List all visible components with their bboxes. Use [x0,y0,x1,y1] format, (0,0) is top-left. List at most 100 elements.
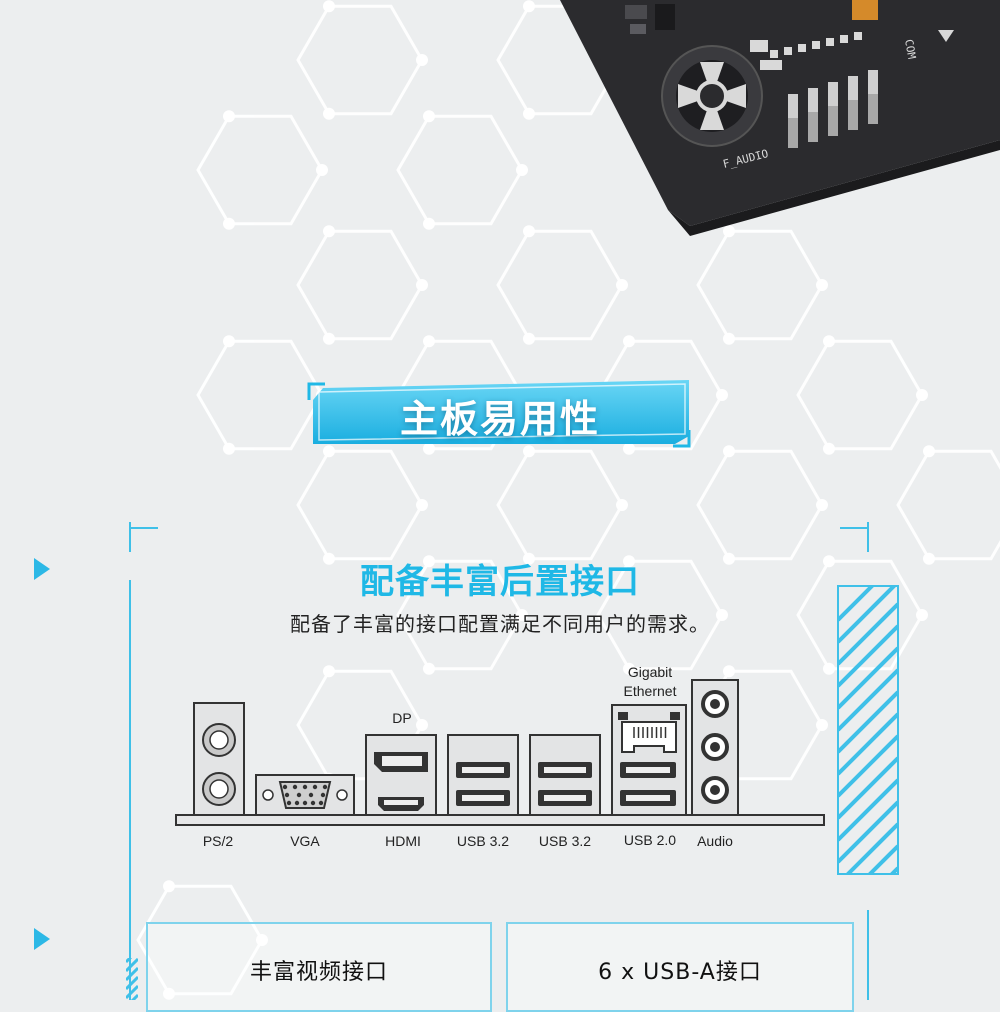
header-pin [848,100,858,130]
stripe [838,778,898,842]
hexagon-node [723,445,735,458]
hexagon-node [256,934,268,946]
hexagon-node [623,555,635,568]
hexagon-node [623,662,635,675]
header-pin [808,88,818,118]
hexagon-node [816,719,828,731]
header-pin [798,44,806,52]
hexagon-node [323,107,335,120]
hexagon-node [223,110,235,123]
io-shield-plate [175,814,825,826]
hexagon-node [723,225,735,238]
vga-pin [308,792,314,798]
hexagon-node [816,279,828,291]
feature-box-usb: 6 x USB-A接口 [506,922,854,1012]
hexagon-node [323,0,335,13]
header-pin [848,76,858,106]
hexagon-node [923,445,935,458]
hexagon-node [723,332,735,345]
hexagon-shape [696,449,824,561]
hexagon-node [516,609,528,621]
hexagon-node [323,332,335,345]
hexagon-node [163,880,175,893]
hexagon-node [623,335,635,348]
decorative-frame [34,522,899,1000]
vga-pin [320,792,326,798]
header-pin [788,118,798,148]
hexagon-node [416,54,428,66]
vga-pin [318,800,324,806]
usb32-port-2 [529,734,601,816]
arrow-right-icon [34,928,50,950]
port-label-ps2: PS/2 [202,833,234,849]
vga-pin [296,792,302,798]
stripe [838,668,898,732]
hexagon-node [423,662,435,675]
feature-text-video: 丰富视频接口 [249,960,388,985]
arrow-right-icon [34,558,50,580]
header-pin [828,82,838,112]
hexagon-node [916,609,928,621]
header-pin [868,94,878,124]
hexagon-shape [796,559,924,671]
vga-pin [312,784,318,790]
hexagon-shape [196,114,324,226]
ethernet-usb20-port [611,704,687,816]
header-pin [840,35,848,43]
stripe [126,958,138,973]
vga-pin [282,784,288,790]
header-pin [854,32,862,40]
feature-box-video: 丰富视频接口 [146,922,492,1012]
vga-pin [302,784,308,790]
vga-pin [292,784,298,790]
hexagon-node [416,719,428,731]
hexagon-node [423,335,435,348]
header-pin [826,38,834,46]
hexagon-node [823,335,835,348]
hexagon-node [823,662,835,675]
hexagon-node [523,445,535,458]
hexagon-node [716,609,728,621]
hexagon-node [323,552,335,565]
motherboard-photo: F_AUDIO COM [560,0,1000,236]
section-banner [307,380,691,448]
board-com-label: COM [902,38,918,60]
hexagon-node [516,164,528,176]
hexagon-node [323,665,335,678]
hexagon-node [223,217,235,230]
hexagon-node [323,225,335,238]
hexagon-shape [196,339,324,451]
hexagon-shape [696,229,824,341]
hexagon-node [163,987,175,1000]
hexagon-node [416,499,428,511]
section-title: 配备丰富后置接口 [360,562,640,602]
hexagon-node [423,110,435,123]
vga-port [255,774,355,816]
stripe [838,756,898,820]
hexagon-node [823,442,835,455]
stripe [130,993,138,1000]
stripe [867,844,898,874]
hexagon-shape [596,559,724,671]
fan-icon [661,45,763,147]
section-subtitle: 配备了丰富的接口配置满足不同用户的需求。 [290,612,710,636]
stripe [838,602,898,666]
header-pin [788,94,798,124]
stripe [126,966,138,982]
hexagon-node [423,555,435,568]
hexagon-node [316,164,328,176]
header-pin [868,70,878,100]
hexagon-node [723,552,735,565]
hexagon-node [423,442,435,455]
vga-pin [310,800,316,806]
stripe [126,975,138,991]
hexagon-shape [896,449,1000,561]
hexagon-node [323,445,335,458]
hexagon-node [523,107,535,120]
stripe [838,624,898,688]
stripe [126,984,138,1000]
hexagon-shape [136,884,264,996]
stripe [838,734,898,798]
hexagon-node [616,279,628,291]
